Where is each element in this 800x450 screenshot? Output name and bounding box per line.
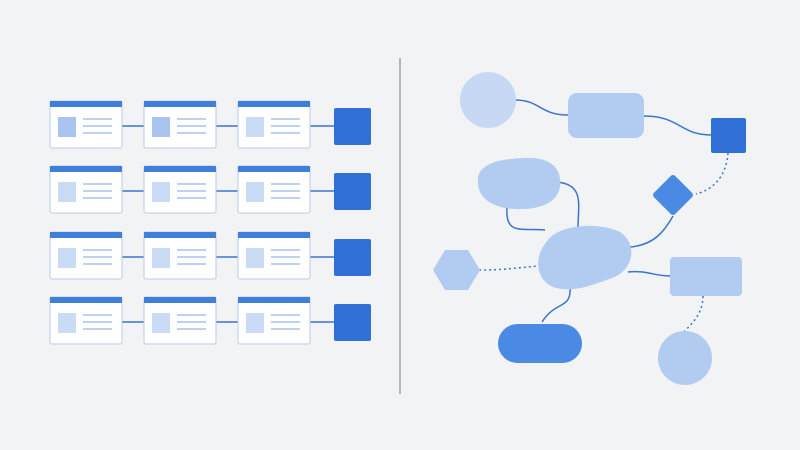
diamond-node-icon[interactable] [652, 174, 694, 216]
square-node-icon[interactable] [334, 239, 371, 276]
card-header-bar [238, 101, 310, 107]
square-node-icon[interactable] [334, 173, 371, 210]
square-node-icon[interactable] [334, 108, 371, 145]
card-header-bar [144, 101, 216, 107]
stage-card[interactable] [237, 231, 311, 280]
thumbnail-icon [58, 313, 76, 333]
pipeline-grid-panel [49, 100, 371, 345]
circle-node-icon[interactable] [460, 72, 516, 128]
hub-blob-node-icon[interactable] [538, 225, 632, 290]
thumbnail-icon [58, 248, 76, 268]
stage-card[interactable] [143, 296, 217, 345]
hexagon-node-icon[interactable] [433, 250, 480, 290]
thumbnail-icon [152, 182, 170, 202]
edge-center-hub-blob-to-pill [541, 285, 571, 323]
edge-center-hub-blob-to-right-rect [627, 270, 671, 277]
thumbnail-icon [246, 117, 264, 137]
rounded-rect-node-icon[interactable] [568, 93, 644, 138]
edge-hexagon-to-center-hub-blob [478, 265, 539, 271]
card-header-bar [238, 297, 310, 303]
thumbnail-icon [246, 248, 264, 268]
stage-card[interactable] [49, 100, 123, 149]
square-node-icon[interactable] [711, 118, 746, 153]
card-header-bar [238, 166, 310, 172]
graph-nodes [433, 72, 746, 385]
stage-card[interactable] [237, 165, 311, 214]
thumbnail-icon [152, 117, 170, 137]
card-header-bar [144, 232, 216, 238]
stage-card[interactable] [237, 296, 311, 345]
card-header-bar [50, 297, 122, 303]
stage-card[interactable] [143, 165, 217, 214]
circle-node-icon[interactable] [658, 331, 712, 385]
blob-node-icon[interactable] [477, 158, 561, 210]
pipeline-row [49, 165, 371, 214]
thumbnail-icon [246, 182, 264, 202]
edge-top-rounded-rect-to-top-right-square [643, 115, 712, 136]
stage-card[interactable] [237, 100, 311, 149]
stage-card[interactable] [143, 100, 217, 149]
pipeline-row [49, 100, 371, 149]
stage-card[interactable] [143, 231, 217, 280]
thumbnail-icon [152, 313, 170, 333]
edge-top-left-circle-to-top-rounded-rect [514, 99, 569, 116]
edge-upper-blob-to-center-hub-blob [506, 206, 546, 231]
flow-graph-panel [433, 72, 746, 385]
stage-card[interactable] [49, 165, 123, 214]
card-header-bar [144, 166, 216, 172]
rect-node-icon[interactable] [670, 257, 742, 296]
edge-center-hub-blob-to-diamond [629, 215, 674, 248]
card-header-bar [144, 297, 216, 303]
thumbnail-icon [58, 117, 76, 137]
graph-edges [478, 99, 729, 333]
edge-top-right-square-to-diamond [695, 152, 729, 195]
pipeline-row [49, 231, 371, 280]
card-header-bar [50, 166, 122, 172]
edge-right-rect-to-bottom-circle [683, 295, 704, 333]
square-node-icon[interactable] [334, 304, 371, 341]
pill-node-icon[interactable] [498, 324, 582, 363]
stage-card[interactable] [49, 296, 123, 345]
stage-card[interactable] [49, 231, 123, 280]
pipeline-row [49, 296, 371, 345]
card-header-bar [50, 101, 122, 107]
edge-upper-blob-to-center-hub-blob [555, 181, 580, 229]
thumbnail-icon [246, 313, 264, 333]
thumbnail-icon [152, 248, 170, 268]
card-header-bar [238, 232, 310, 238]
thumbnail-icon [58, 182, 76, 202]
card-header-bar [50, 232, 122, 238]
